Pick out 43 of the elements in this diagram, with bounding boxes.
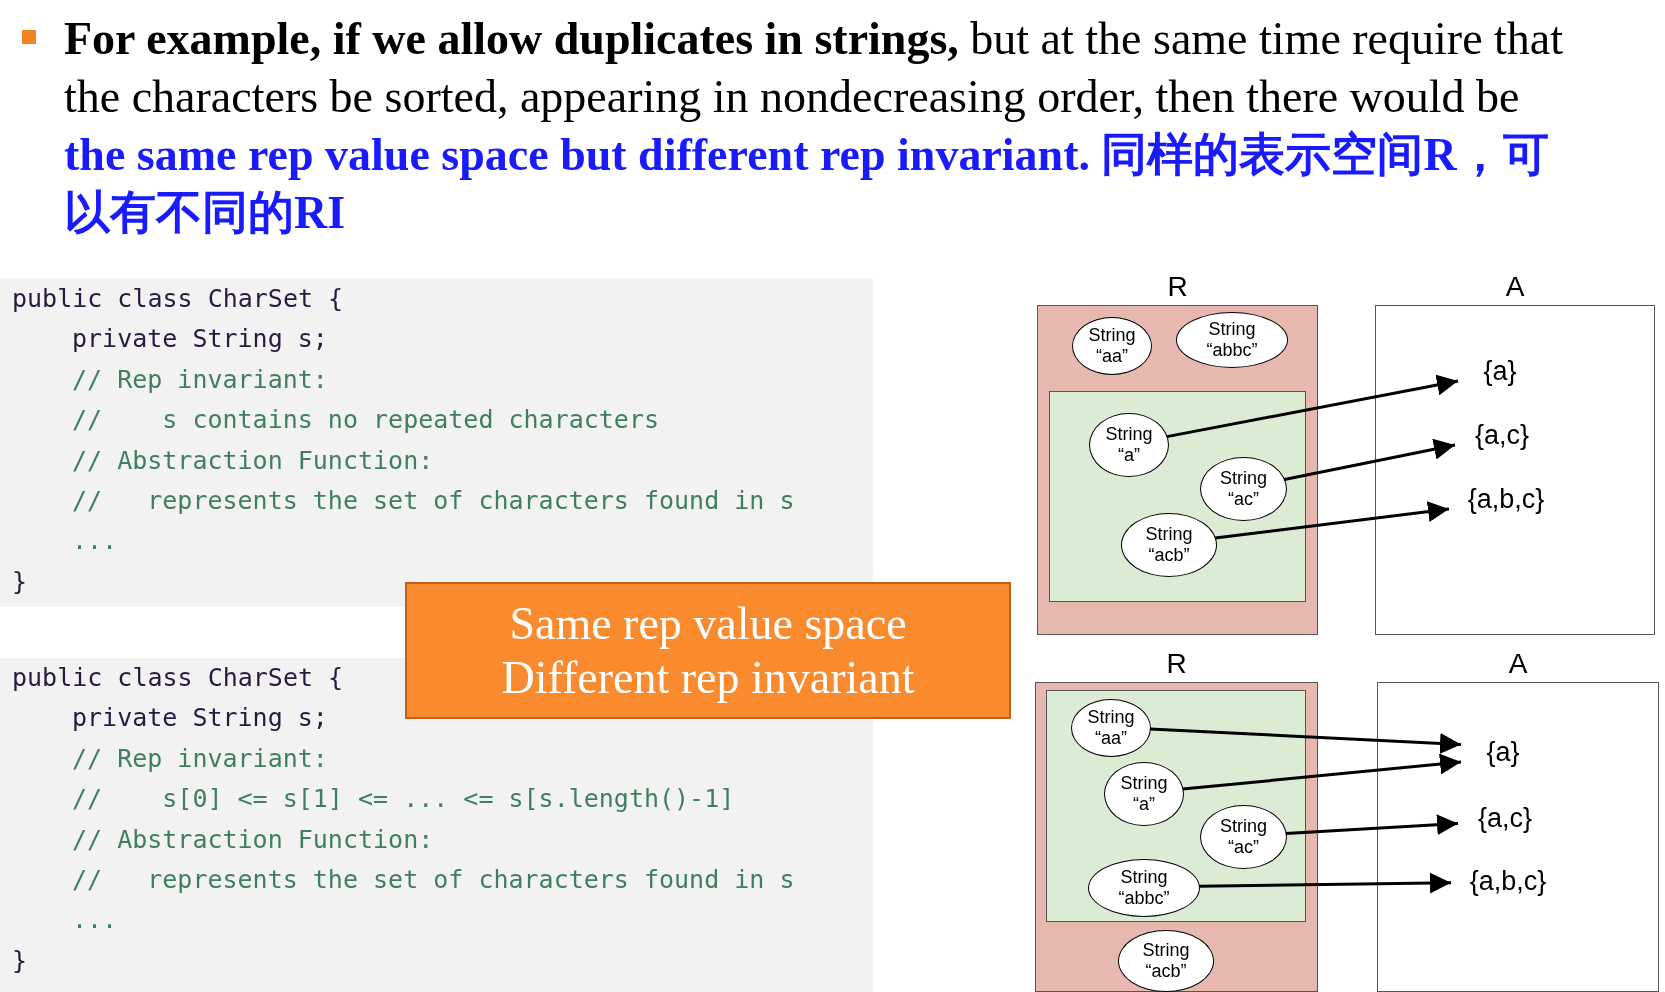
set-label: A — [1507, 647, 1529, 681]
code-line: } — [12, 944, 28, 977]
set-value: {a,b,c} — [1451, 479, 1561, 519]
code-line: } — [12, 565, 28, 598]
callout-box: Same rep value space Different rep invariant — [405, 582, 1011, 719]
set-value: {a} — [1463, 732, 1543, 772]
code-line: // Abstraction Function: — [72, 823, 434, 856]
invariant-region — [1049, 391, 1306, 602]
arrow — [1198, 872, 1452, 894]
set-label: R — [1165, 647, 1188, 681]
code-line: private String s; — [72, 702, 328, 735]
value-ellipse: String “a” — [1104, 762, 1184, 826]
code-line: // represents the set of characters found in s — [72, 485, 795, 517]
code-line: // s[0] <= s[1] <= ... <= s[s.length()-1] — [72, 783, 735, 816]
code-line: // s contains no repeated characters — [72, 404, 659, 437]
arrow — [1285, 814, 1459, 836]
invariant-region — [1046, 690, 1306, 922]
set-value: {a,c} — [1457, 415, 1547, 455]
set-value: {a} — [1460, 351, 1540, 391]
paragraph: For example, if we allow duplicates in strings, but at the same time require that the characters be sorted, appearing in nondecreasing order, then there would be the same rep value space but different rep invariant. 同样的表示空间R，可以有不同的RI — [64, 12, 1565, 240]
value-ellipse: String “a” — [1089, 413, 1169, 477]
code-line: ... — [72, 525, 118, 558]
arrow — [1149, 727, 1462, 754]
value-ellipse: String “abbc” — [1088, 859, 1200, 917]
value-ellipse: String “ac” — [1200, 805, 1287, 869]
code-line: // represents the set of characters found in s — [72, 864, 795, 896]
value-ellipse: String “ac” — [1200, 457, 1287, 521]
set-value: {a,c} — [1460, 798, 1550, 838]
code-line: public class CharSet { — [12, 662, 344, 694]
arrow — [1215, 501, 1450, 540]
code-line: ... — [72, 904, 118, 937]
value-ellipse: String “acb” — [1121, 513, 1217, 577]
arrow — [1182, 753, 1462, 791]
set-label: A — [1504, 270, 1526, 304]
code-line: // Abstraction Function: — [72, 444, 434, 477]
code-line: public class CharSet { — [12, 283, 344, 315]
code-line: private String s; — [72, 323, 328, 356]
code-line: // Rep invariant: — [72, 742, 328, 775]
code-line: // Rep invariant: — [72, 363, 328, 396]
set-value: {a,b,c} — [1453, 861, 1563, 901]
set-label: R — [1166, 270, 1189, 304]
value-ellipse: String “aa” — [1071, 699, 1151, 757]
arrow — [1166, 374, 1459, 439]
